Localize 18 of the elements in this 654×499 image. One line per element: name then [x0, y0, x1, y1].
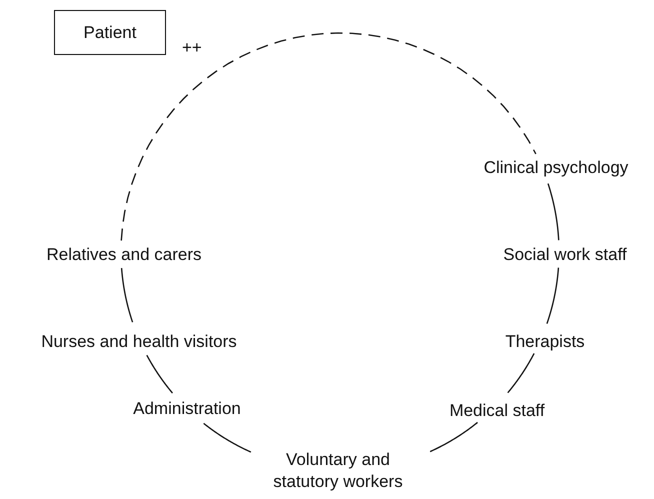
group-label: Clinical psychology: [466, 157, 646, 181]
group-label: Medical staff: [432, 400, 562, 424]
group-label: Therapists: [490, 331, 600, 355]
group-label: Social work staff: [482, 244, 648, 268]
arc-line: [507, 353, 535, 394]
group-label: Nurses and health visitors: [8, 331, 270, 355]
arc-line: [203, 422, 252, 453]
plus-mark: ++: [182, 38, 202, 58]
group-label: Voluntary and statutory workers: [258, 449, 418, 495]
arc-line: [547, 183, 560, 240]
arc-line: [146, 354, 173, 394]
arc-line: [120, 268, 134, 322]
dashed-arc: [120, 32, 536, 241]
group-label: Relatives and carers: [14, 244, 234, 268]
patient-box: Patient: [54, 10, 166, 55]
group-label: Administration: [112, 398, 262, 422]
arc-line: [546, 268, 560, 324]
arc-line: [430, 422, 478, 452]
